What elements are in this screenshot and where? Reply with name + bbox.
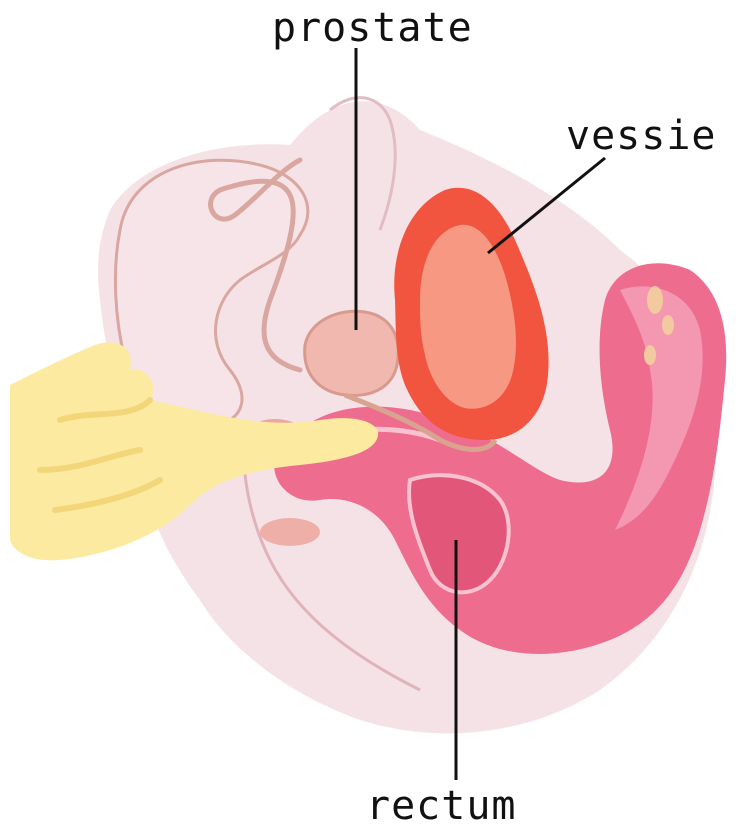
- vessie-label: vessie: [566, 116, 717, 156]
- colon-fold-1: [647, 286, 663, 314]
- colon-fold-3: [644, 345, 656, 365]
- prostate-label: prostate: [272, 8, 473, 48]
- rectum-label: rectum: [366, 786, 517, 826]
- sphincter-lower: [260, 518, 320, 546]
- colon-fold-2: [662, 315, 674, 335]
- prostate-shape: [305, 311, 399, 395]
